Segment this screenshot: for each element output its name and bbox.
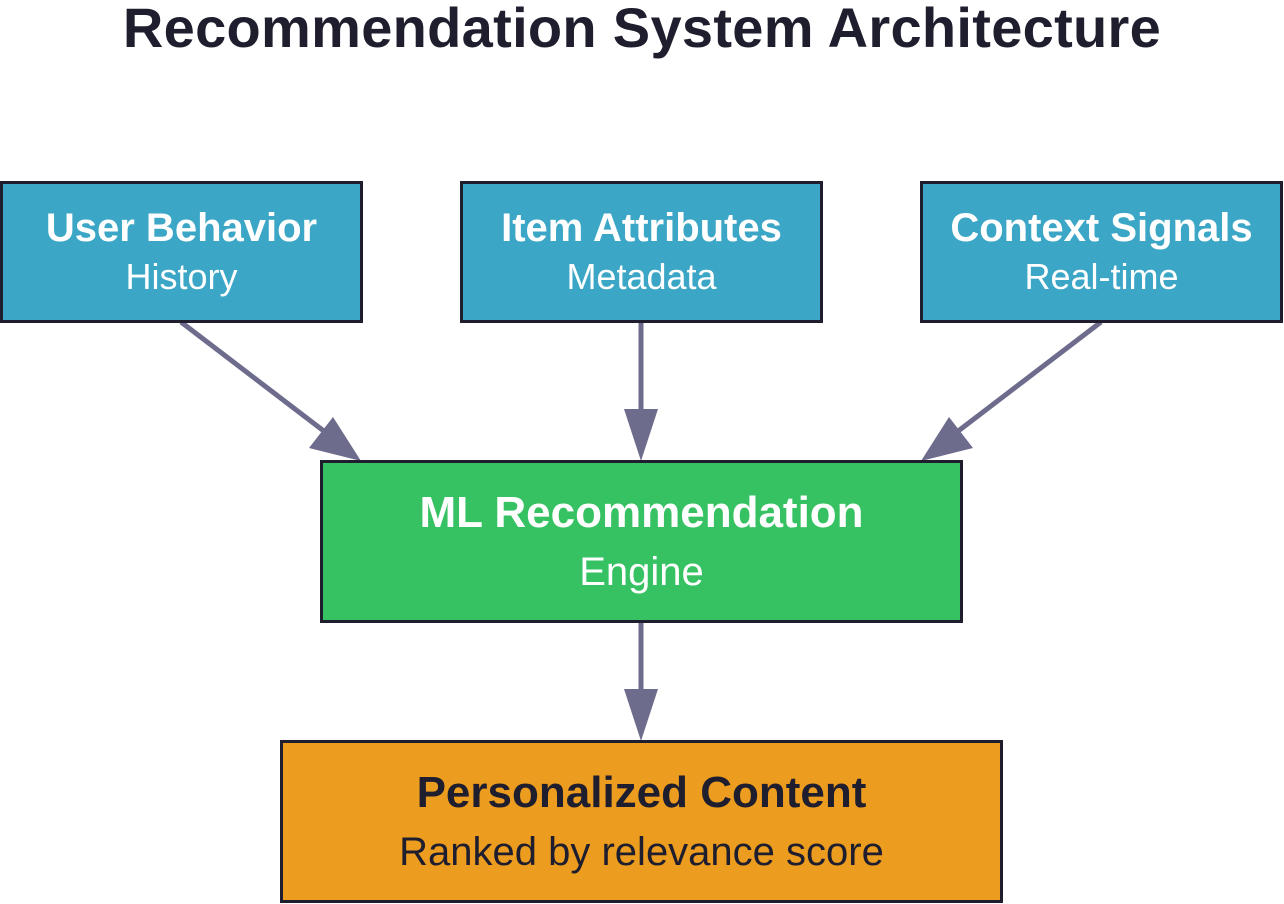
node-ml-engine-title: ML Recommendation: [419, 487, 864, 537]
arrowhead-user-behavior: [309, 417, 361, 461]
node-item-attributes-title: Item Attributes: [501, 206, 782, 250]
node-context-signals-title: Context Signals: [950, 206, 1253, 250]
node-personalized-content: Personalized Content Ranked by relevance…: [280, 740, 1003, 903]
node-personalized-content-title: Personalized Content: [416, 767, 867, 817]
arrowhead-context-signals: [921, 417, 973, 461]
node-context-signals-subtitle: Real-time: [1024, 256, 1179, 297]
node-user-behavior-subtitle: History: [125, 256, 238, 297]
node-user-behavior: User Behavior History: [0, 181, 363, 323]
node-context-signals: Context Signals Real-time: [920, 181, 1283, 323]
arrowhead-engine-output: [624, 689, 658, 741]
node-ml-engine: ML Recommendation Engine: [320, 460, 963, 623]
node-item-attributes-subtitle: Metadata: [566, 256, 717, 297]
node-ml-engine-subtitle: Engine: [579, 549, 704, 594]
arrowhead-item-attributes: [624, 409, 658, 461]
edge-context-signals-to-engine: [951, 320, 1103, 437]
edge-user-behavior-to-engine: [179, 320, 331, 437]
diagram-title: Recommendation System Architecture: [122, 0, 1162, 59]
node-personalized-content-subtitle: Ranked by relevance score: [399, 829, 884, 874]
node-user-behavior-title: User Behavior: [45, 206, 318, 250]
node-item-attributes: Item Attributes Metadata: [460, 181, 823, 323]
